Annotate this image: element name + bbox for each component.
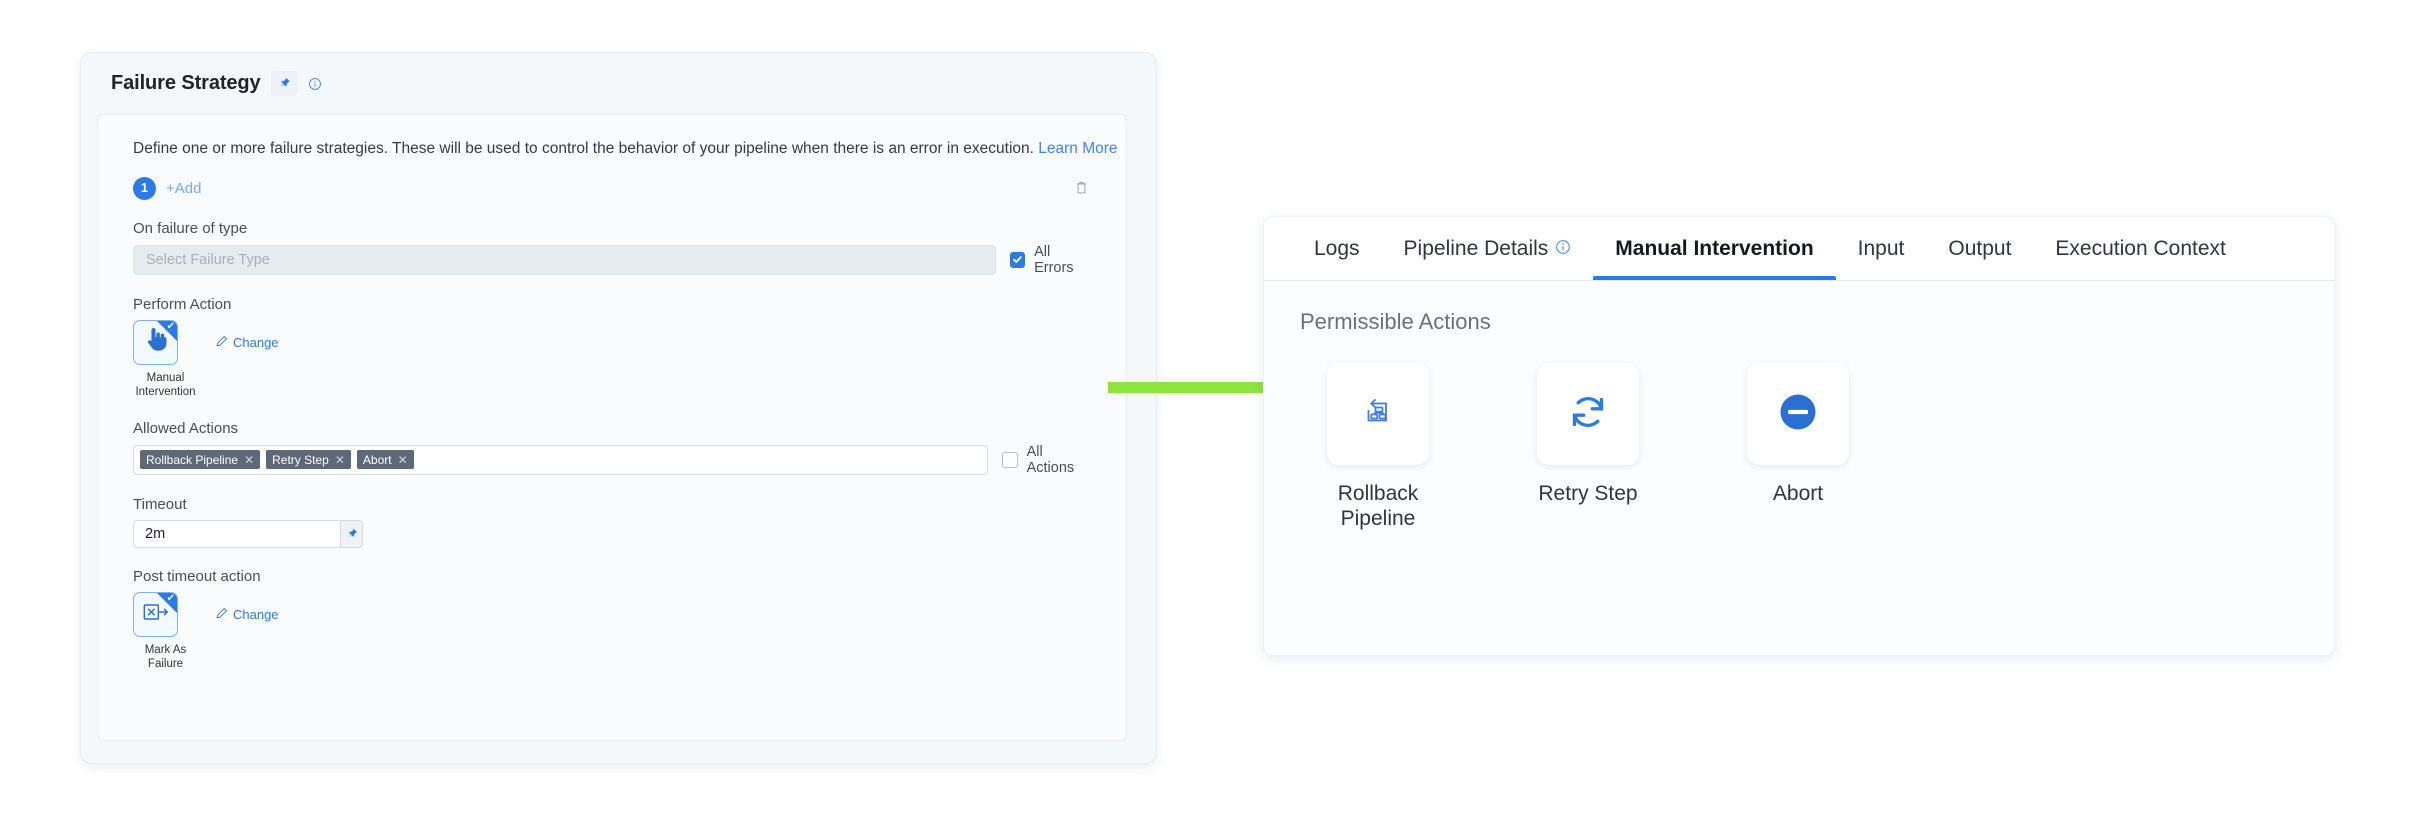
page-title: Failure Strategy — [111, 72, 261, 94]
permissible-actions-grid: Rollback Pipeline Retry S — [1300, 363, 2298, 531]
action-card-rollback-pipeline[interactable]: Rollback Pipeline — [1314, 363, 1442, 531]
learn-more-link[interactable]: Learn More — [1038, 140, 1118, 157]
action-label: Abort — [1772, 482, 1824, 505]
execution-details-panel: Logs Pipeline Details Manual Interventio… — [1263, 216, 2335, 656]
mark-as-failure-tile[interactable]: ✔ — [133, 591, 178, 637]
action-label: Retry Step — [1538, 482, 1638, 505]
timeout-pin-icon[interactable] — [341, 519, 363, 548]
tag-chip[interactable]: Abort ✕ — [356, 450, 414, 470]
selected-corner — [157, 320, 177, 341]
change-label-2: Change — [233, 606, 279, 622]
pencil-icon — [216, 607, 228, 622]
info-circle-icon[interactable] — [1555, 237, 1571, 261]
pin-icon[interactable] — [270, 71, 298, 96]
tab-logs[interactable]: Logs — [1292, 217, 1382, 280]
tab-pipeline-details[interactable]: Pipeline Details — [1382, 217, 1594, 280]
info-circle-icon[interactable] — [308, 77, 322, 91]
change-perform-action-button[interactable]: Change — [216, 335, 279, 350]
tab-manual-intervention[interactable]: Manual Intervention — [1593, 217, 1837, 280]
manual-intervention-caption: Manual Intervention — [135, 371, 196, 399]
tab-output[interactable]: Output — [1926, 217, 2033, 280]
post-timeout-action-block: ✔ Mark As Failure Change — [133, 591, 1091, 672]
close-x-icon[interactable]: ✕ — [334, 452, 345, 467]
all-actions-checkbox[interactable] — [1002, 451, 1018, 468]
rollback-pipeline-tile[interactable] — [1327, 363, 1429, 465]
all-errors-checkbox-group[interactable]: All Errors — [1009, 243, 1091, 276]
perform-action-block: ✔ Manual Intervention Change — [133, 319, 1091, 400]
strategy-index-badge[interactable]: 1 — [133, 176, 156, 200]
on-failure-row: Select Failure Type All Errors — [133, 244, 1091, 276]
tab-execution-context[interactable]: Execution Context — [2033, 217, 2247, 280]
tag-label: Retry Step — [272, 452, 329, 467]
abort-minus-circle-icon — [1775, 389, 1821, 440]
failure-strategy-body: Define one or more failure strategies. T… — [97, 114, 1127, 741]
retry-refresh-icon — [1564, 388, 1612, 441]
all-errors-checkbox[interactable] — [1009, 251, 1026, 268]
trash-icon[interactable] — [1071, 178, 1091, 198]
manual-intervention-body: Permissible Actions — [1264, 281, 2334, 531]
abort-tile[interactable] — [1747, 363, 1849, 465]
timeout-input[interactable]: 2m — [133, 519, 341, 548]
action-label: Rollback Pipeline — [1337, 482, 1419, 531]
action-card-retry-step[interactable]: Retry Step — [1524, 363, 1652, 531]
change-label-1: Change — [233, 334, 279, 350]
all-actions-label: All Actions — [1026, 443, 1075, 476]
strategy-index-row: 1 +Add — [133, 176, 1091, 200]
tab-label: Execution Context — [2055, 236, 2226, 260]
tag-label: Rollback Pipeline — [146, 452, 239, 467]
tab-label: Input — [1857, 236, 1905, 260]
close-x-icon[interactable]: ✕ — [244, 452, 255, 467]
add-strategy-button[interactable]: +Add — [166, 179, 202, 197]
action-card-abort[interactable]: Abort — [1734, 363, 1862, 531]
timeout-row: 2m — [133, 519, 1091, 548]
tab-label: Pipeline Details — [1403, 236, 1549, 260]
timeout-label: Timeout — [133, 495, 187, 513]
timeout-value: 2m — [145, 525, 166, 542]
allowed-actions-label: Allowed Actions — [133, 419, 239, 437]
selected-corner — [157, 592, 177, 613]
tag-chip[interactable]: Retry Step ✕ — [266, 450, 351, 470]
description-text: Define one or more failure strategies. T… — [133, 140, 1034, 157]
panel-header: Failure Strategy — [81, 53, 1156, 108]
rollback-pipeline-icon — [1358, 392, 1398, 437]
failure-strategy-panel: Failure Strategy Define one or more fail… — [80, 52, 1157, 764]
on-failure-label: On failure of type — [133, 219, 248, 237]
change-post-timeout-action-button[interactable]: Change — [216, 607, 279, 622]
post-timeout-tile-col: ✔ Mark As Failure — [133, 591, 198, 672]
mark-as-failure-caption: Mark As Failure — [144, 643, 187, 671]
all-errors-label: All Errors — [1034, 243, 1074, 276]
tag-label: Abort — [362, 452, 392, 467]
perform-action-tile-col: ✔ Manual Intervention — [133, 319, 198, 400]
panel-description: Define one or more failure strategies. T… — [133, 139, 1118, 160]
retry-step-tile[interactable] — [1537, 363, 1639, 465]
all-actions-checkbox-group[interactable]: All Actions — [1002, 444, 1091, 476]
close-x-icon[interactable]: ✕ — [397, 452, 408, 467]
tag-chip[interactable]: Rollback Pipeline ✕ — [140, 450, 261, 470]
pencil-icon — [216, 335, 228, 350]
tab-input[interactable]: Input — [1836, 217, 1927, 280]
permissible-actions-heading: Permissible Actions — [1300, 309, 1491, 334]
tab-bar: Logs Pipeline Details Manual Interventio… — [1264, 217, 2334, 281]
allowed-actions-row: Rollback Pipeline ✕ Retry Step ✕ Abort ✕ — [133, 444, 1091, 476]
failure-type-select[interactable]: Select Failure Type — [133, 244, 996, 275]
tab-label: Logs — [1314, 236, 1360, 260]
perform-action-label: Perform Action — [133, 295, 232, 313]
post-timeout-action-label: Post timeout action — [133, 567, 261, 585]
allowed-actions-input[interactable]: Rollback Pipeline ✕ Retry Step ✕ Abort ✕ — [133, 444, 989, 475]
manual-intervention-tile[interactable]: ✔ — [133, 319, 178, 365]
tab-label: Manual Intervention — [1615, 236, 1814, 260]
check-icon: ✔ — [166, 592, 175, 604]
tab-label: Output — [1948, 236, 2012, 260]
check-icon: ✔ — [166, 320, 175, 332]
failure-type-placeholder: Select Failure Type — [146, 251, 270, 268]
